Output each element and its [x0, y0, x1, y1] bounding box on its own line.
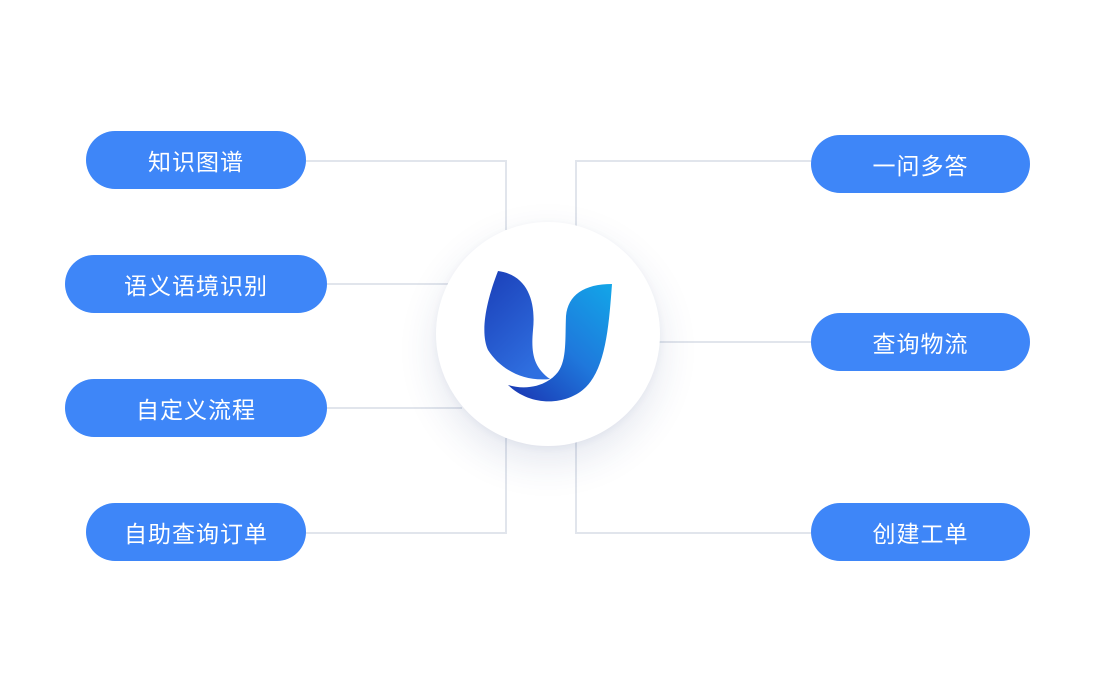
connector-line-self-service-order	[306, 438, 507, 534]
feature-label: 创建工单	[872, 522, 969, 548]
feature-pill-create-ticket: 创建工单	[811, 503, 1030, 561]
u-logo-icon	[484, 271, 612, 402]
feature-pill-logistics: 查询物流	[811, 313, 1030, 371]
feature-label: 知识图谱	[148, 150, 244, 176]
feature-label: 一问多答	[872, 154, 969, 180]
feature-label: 查询物流	[872, 332, 969, 358]
u-logo-left-stroke	[484, 271, 550, 380]
feature-label: 语义语境识别	[124, 274, 268, 300]
feature-label: 自助查询订单	[124, 522, 268, 548]
feature-pill-self-service-order: 自助查询订单	[86, 503, 306, 561]
feature-pill-custom-flow: 自定义流程	[65, 379, 327, 437]
connector-line-knowledge-graph	[306, 160, 507, 230]
connector-line-create-ticket	[575, 440, 811, 534]
connector-line-multi-answer	[575, 160, 811, 226]
feature-pill-semantic-context: 语义语境识别	[65, 255, 327, 313]
hub-circle	[436, 222, 660, 446]
feature-pill-knowledge-graph: 知识图谱	[86, 131, 306, 189]
feature-label: 自定义流程	[136, 398, 256, 424]
u-logo-right-stroke	[508, 284, 612, 402]
feature-pill-multi-answer: 一问多答	[811, 135, 1030, 193]
